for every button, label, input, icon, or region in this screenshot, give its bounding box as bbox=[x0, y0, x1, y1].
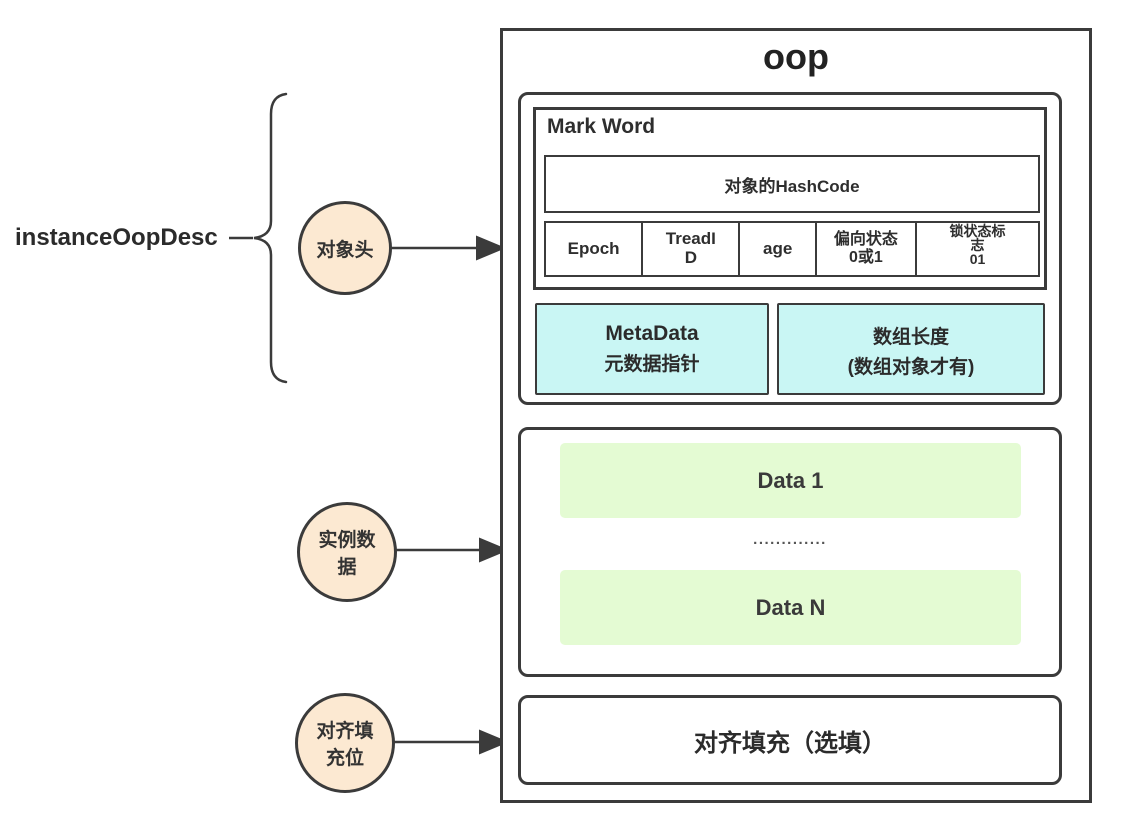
data-1-box: Data 1 bbox=[560, 443, 1021, 518]
metadata-title: MetaData bbox=[605, 322, 699, 345]
oop-title: oop bbox=[763, 36, 829, 77]
array-length-title: 数组长度 bbox=[872, 327, 949, 348]
alignment-padding-label: 对齐填充（选填） bbox=[694, 729, 886, 757]
cell-threadid: TreadI D bbox=[643, 223, 741, 275]
data-n-box: Data N bbox=[560, 570, 1021, 645]
hashcode-box: 对象的HashCode bbox=[544, 155, 1040, 213]
circle-instance-data-label: 实例数 据 bbox=[318, 530, 376, 578]
cell-age: age bbox=[740, 223, 817, 275]
array-length-box: 数组长度 (数组对象才有) bbox=[777, 303, 1045, 395]
cell-threadid-label: TreadI D bbox=[665, 229, 716, 267]
circle-object-header: 对象头 bbox=[298, 201, 392, 295]
metadata-pointer-box: MetaData 元数据指针 bbox=[535, 303, 769, 395]
array-length-subtitle: (数组对象才有) bbox=[847, 357, 975, 378]
cell-epoch: Epoch bbox=[546, 223, 644, 275]
cell-age-label: age bbox=[762, 238, 793, 258]
ellipsis-dots: ............. bbox=[753, 531, 827, 548]
circle-alignment-padding-label: 对齐填 充位 bbox=[316, 721, 374, 769]
data-1-label: Data 1 bbox=[757, 467, 824, 493]
circle-instance-data: 实例数 据 bbox=[297, 502, 397, 602]
alignment-padding-box: 对齐填充（选填） bbox=[518, 695, 1062, 785]
circle-object-header-label: 对象头 bbox=[316, 239, 374, 261]
circle-alignment-padding: 对齐填 充位 bbox=[295, 693, 395, 793]
data-n-label: Data N bbox=[755, 594, 826, 620]
hashcode-label: 对象的HashCode bbox=[724, 176, 860, 196]
cell-epoch-label: Epoch bbox=[567, 238, 620, 258]
instanceoopdesc-label: instanceOopDesc bbox=[15, 224, 218, 251]
metadata-subtitle: 元数据指针 bbox=[604, 354, 700, 375]
curly-brace bbox=[253, 92, 288, 384]
mark-word-label: Mark Word bbox=[547, 115, 656, 138]
mark-word-field-row: Epoch TreadI D age 偏向状态 0或1 锁状态标 志 01 bbox=[544, 221, 1040, 277]
cell-bias-state: 偏向状态 0或1 bbox=[817, 223, 918, 275]
cell-lock-flag-label: 锁状态标 志 01 bbox=[949, 223, 1006, 267]
cell-bias-state-label: 偏向状态 0或1 bbox=[833, 231, 898, 266]
cell-lock-flag: 锁状态标 志 01 bbox=[917, 223, 1038, 275]
